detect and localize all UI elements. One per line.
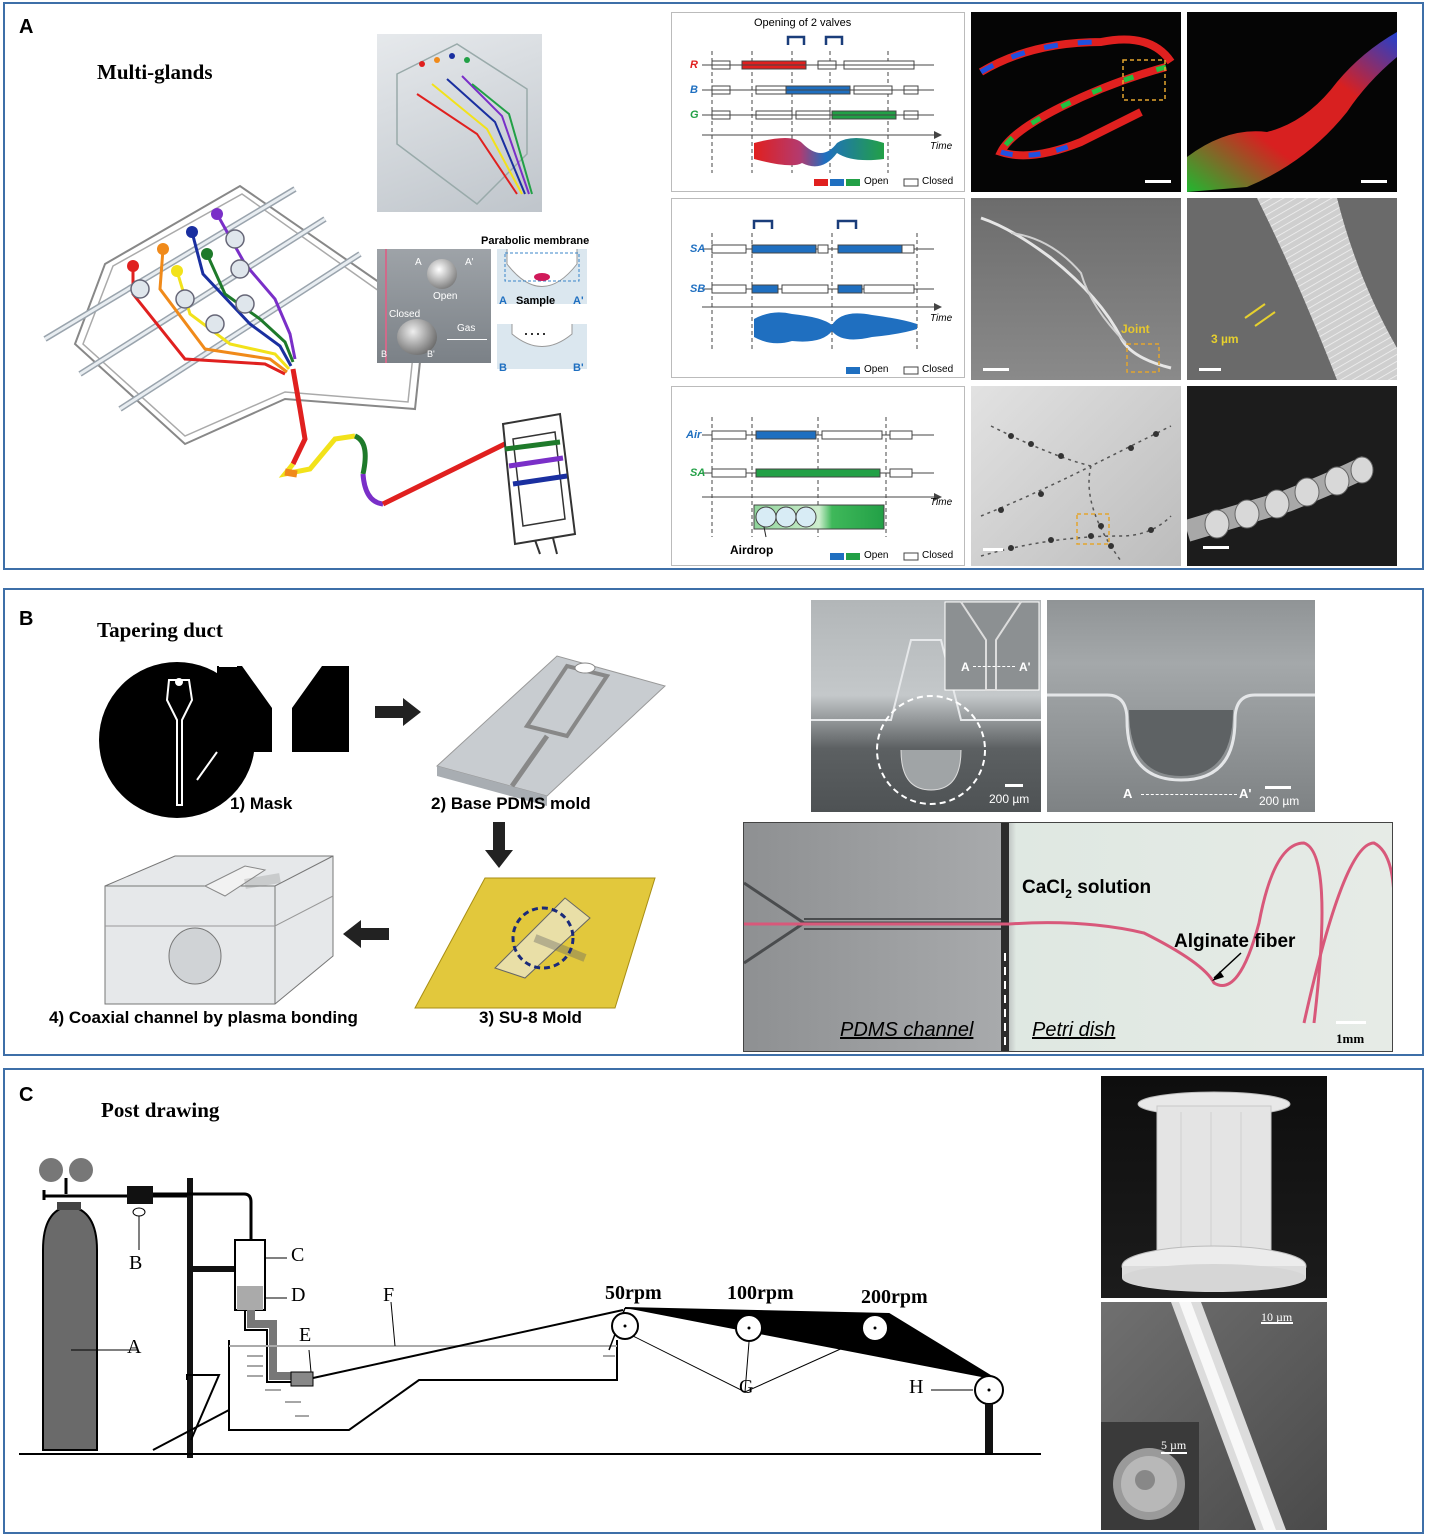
label-sample: Sample bbox=[516, 295, 556, 307]
label-pdms-channel: PDMS channel bbox=[840, 1019, 974, 1041]
alginate-fiber-photo: CaCl2 solution Alginate fiber PDMS chann… bbox=[743, 822, 1393, 1052]
mask-diagram bbox=[99, 662, 349, 818]
arrow-left-icon bbox=[343, 920, 389, 948]
label-airdrop: Airdrop bbox=[730, 543, 774, 557]
label-gas: Gas bbox=[457, 323, 476, 334]
valve-photo: A A' Open Closed Gas B B' bbox=[377, 249, 491, 363]
label-200rpm: 200rpm bbox=[861, 1286, 928, 1308]
legend-open: Open bbox=[864, 364, 889, 375]
label-a-section: A bbox=[1123, 786, 1133, 801]
fiber-sem-image: 10 µm 5 µm bbox=[1101, 1302, 1327, 1530]
label-a-prime: A' bbox=[465, 257, 474, 268]
label-a-prime-inset: A' bbox=[1019, 660, 1031, 674]
scale-bar-5um: 5 µm bbox=[1161, 1438, 1187, 1452]
scale-bar-1mm: 1mm bbox=[1336, 1031, 1365, 1046]
label-a-cylinder: B bbox=[129, 1252, 143, 1274]
panel-label: A bbox=[19, 16, 34, 38]
label-50rpm: 50rpm bbox=[605, 1282, 662, 1304]
label-alginate-fiber: Alginate fiber bbox=[1174, 931, 1296, 952]
fluorescent-fiber-image bbox=[971, 12, 1181, 192]
base-pdms-mold-diagram bbox=[435, 655, 666, 806]
label-open: Open bbox=[433, 291, 458, 302]
valve-timing-chart-sa-sb: SA SB Time Open Closed bbox=[671, 198, 965, 378]
panel-a: A Multi-glands bbox=[3, 2, 1424, 570]
scale-bar-200um: 200 µm bbox=[1259, 794, 1300, 808]
valve-timing-chart-rbg: Opening of 2 valves R B G Time Open bbox=[671, 12, 965, 192]
step-mask-label: 1) Mask bbox=[230, 794, 293, 813]
legend-closed: Closed bbox=[922, 176, 954, 187]
label-a-mem: A bbox=[499, 295, 507, 307]
label-a-prime-mem: A' bbox=[573, 295, 584, 307]
coaxial-channel-diagram bbox=[104, 855, 334, 1005]
valves-title: Opening of 2 valves bbox=[754, 17, 852, 29]
legend-closed: Closed bbox=[922, 550, 954, 561]
step-su8-label: 3) SU-8 Mold bbox=[479, 1008, 582, 1027]
legend-closed: Closed bbox=[922, 364, 954, 375]
fluorescent-zoom-image bbox=[1187, 12, 1397, 192]
panel-title: Post drawing bbox=[101, 1098, 220, 1122]
panel-label: B bbox=[19, 608, 34, 630]
label-e-needle: E bbox=[299, 1324, 312, 1346]
label-sa-air: SA bbox=[690, 467, 706, 479]
panel-c: C Post drawing bbox=[3, 1068, 1424, 1534]
label-a: A bbox=[415, 257, 422, 268]
label-b: B bbox=[381, 349, 388, 359]
label-b-mem: B bbox=[499, 362, 507, 374]
scale-bar-10um: 10 µm bbox=[1261, 1310, 1293, 1324]
label-sb: SB bbox=[690, 283, 706, 295]
fiber-spool-photo bbox=[1101, 1076, 1327, 1298]
parabolic-membrane-label: Parabolic membrane bbox=[481, 235, 590, 247]
label-a-inset: A bbox=[961, 660, 970, 674]
device-photo bbox=[377, 34, 542, 212]
panel-label: C bbox=[19, 1084, 34, 1106]
label-sa: SA bbox=[690, 243, 706, 255]
airdrop-fiber-sem-image bbox=[1187, 386, 1397, 566]
parabolic-membrane-diagram bbox=[497, 249, 587, 369]
panel-b: B Tapering duct 1) Mask 2) Base PDMS mol… bbox=[3, 588, 1424, 1056]
sem-cross-section-image: A A' 200 µm bbox=[1047, 600, 1315, 812]
label-cacl2: CaCl2 solution bbox=[1022, 877, 1152, 901]
label-f-fiber: F bbox=[383, 1284, 395, 1306]
panel-title: Multi-glands bbox=[97, 60, 213, 84]
label-h-collector: H bbox=[909, 1376, 924, 1398]
label-a-tank: A bbox=[127, 1336, 142, 1358]
label-g-rollers: G bbox=[739, 1376, 754, 1398]
airdrop-fiber-image bbox=[971, 386, 1181, 566]
legend-open: Open bbox=[864, 550, 889, 561]
arrow-right-icon bbox=[375, 698, 421, 726]
step-coaxial-label: 4) Coaxial channel by plasma bonding bbox=[49, 1008, 358, 1027]
label-3um: 3 µm bbox=[1211, 332, 1239, 346]
label-time: Time bbox=[930, 141, 953, 152]
valve-timing-chart-air-sa: Air SA Time Airdrop Open Closed bbox=[671, 386, 965, 566]
label-time: Time bbox=[930, 497, 953, 508]
step-base-pdms-label: 2) Base PDMS mold bbox=[431, 794, 591, 813]
arrow-down-icon bbox=[485, 822, 513, 868]
post-drawing-apparatus-diagram bbox=[19, 1158, 1041, 1458]
label-petri-dish: Petri dish bbox=[1032, 1019, 1116, 1041]
sem-fiber-joint-image: Joint bbox=[971, 198, 1181, 380]
scale-bar-200um: 200 µm bbox=[989, 792, 1030, 806]
label-b-row: B bbox=[690, 84, 698, 96]
label-a-prime-section: A' bbox=[1239, 786, 1252, 801]
panel-title: Tapering duct bbox=[97, 618, 223, 642]
label-air: Air bbox=[686, 429, 702, 441]
label-100rpm: 100rpm bbox=[727, 1282, 794, 1304]
label-joint: Joint bbox=[1121, 322, 1150, 336]
label-b-prime: B' bbox=[427, 349, 435, 359]
legend-open: Open bbox=[864, 176, 889, 187]
su8-mold-diagram bbox=[414, 877, 656, 1009]
label-d-solution: D bbox=[291, 1284, 306, 1306]
sem-fiber-zoom-image: 3 µm bbox=[1187, 198, 1397, 380]
label-r: R bbox=[690, 59, 698, 71]
sem-tapering-channel-image: A A' 200 µm bbox=[811, 600, 1041, 812]
label-g: G bbox=[690, 109, 699, 121]
label-time: Time bbox=[930, 313, 953, 324]
multi-gland-device-diagram bbox=[43, 184, 577, 555]
label-closed: Closed bbox=[389, 309, 421, 320]
label-b-prime-mem: B' bbox=[573, 362, 584, 374]
label-c-syringe: C bbox=[291, 1244, 305, 1266]
